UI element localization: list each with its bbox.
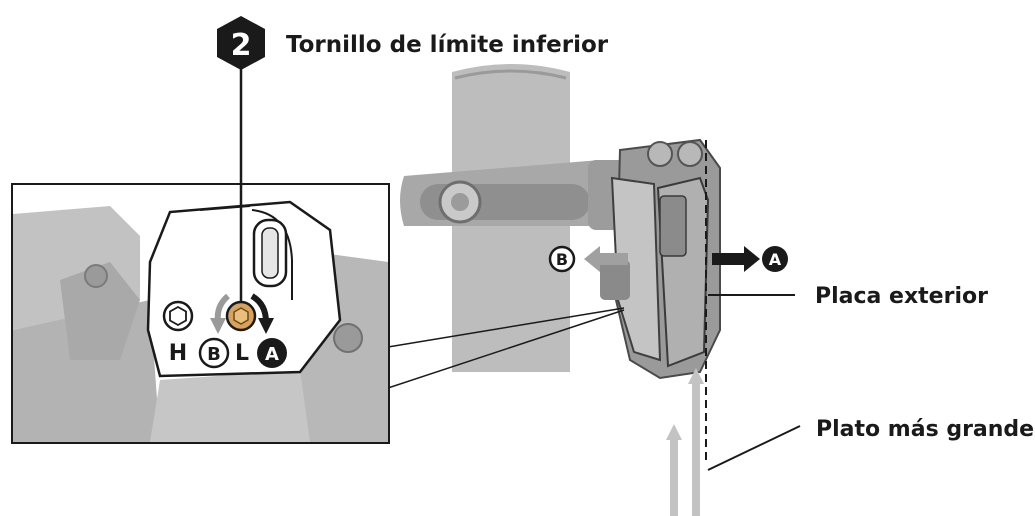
svg-text:A: A <box>265 344 279 365</box>
svg-text:B: B <box>556 250 568 269</box>
step-badge: 2 <box>217 16 265 70</box>
outer-plate-label: Placa exterior <box>815 284 988 309</box>
marker-a-main: A <box>762 246 788 272</box>
derailleur-arm <box>400 160 640 232</box>
chainring-leader <box>707 425 801 471</box>
largest-chainring-label: Plato más grande <box>816 417 1034 442</box>
inset-detail: H B L A <box>11 183 390 444</box>
chain-guide-arrows <box>666 368 704 516</box>
step-number: 2 <box>231 28 252 63</box>
derailleur-cage <box>600 138 721 380</box>
inset-leader-top <box>387 307 625 348</box>
marker-b-inset <box>198 337 230 369</box>
marker-b-main: B <box>548 245 576 273</box>
screw-h-label: H <box>169 341 187 366</box>
svg-text:A: A <box>769 250 782 269</box>
screw-l-label: L <box>235 341 249 366</box>
step-title: Tornillo de límite inferior <box>286 32 609 58</box>
arrow-b-left <box>584 246 628 272</box>
inset-leader-bottom <box>387 309 625 389</box>
svg-text:B: B <box>207 344 221 365</box>
marker-a-inset <box>257 338 287 368</box>
arrow-a-right <box>712 246 760 272</box>
